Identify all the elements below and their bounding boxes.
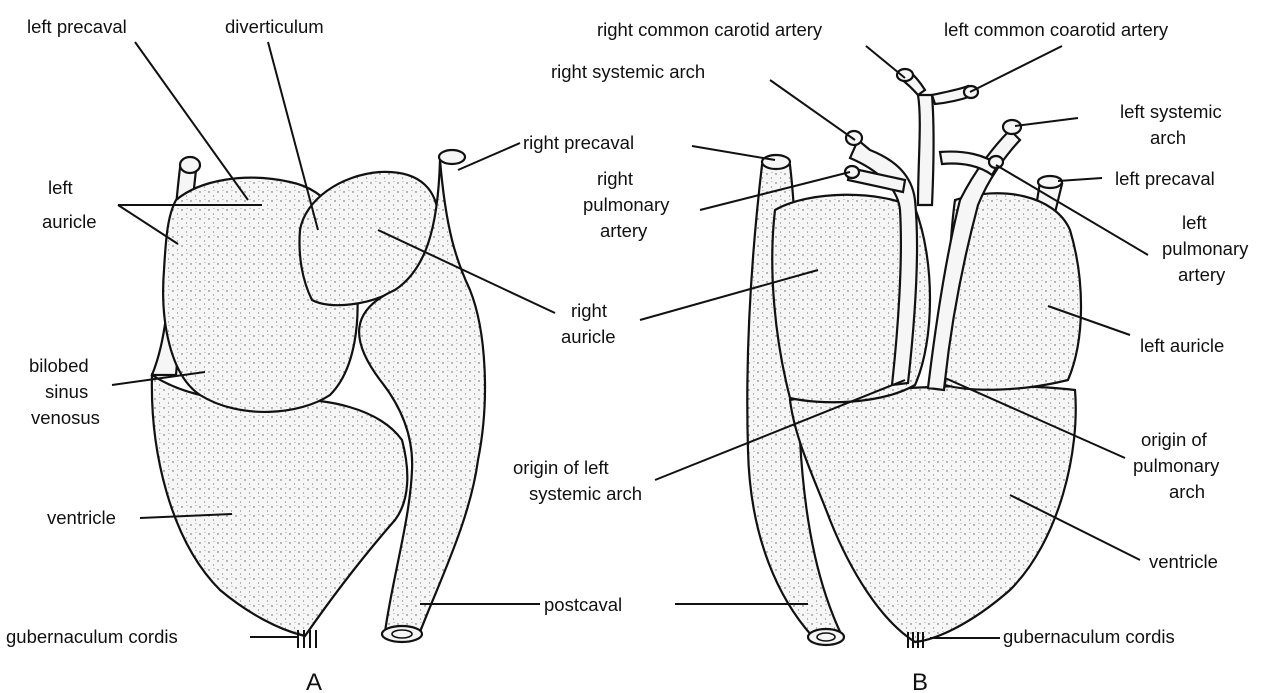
label-right-common-carotid: right common carotid artery [597, 19, 823, 40]
label-right-pulmonary-line2: pulmonary [583, 194, 670, 215]
label-right-pulmonary-line3: artery [600, 220, 648, 241]
right-carotid-opening-b [897, 69, 913, 81]
right-systemic-opening-b [846, 131, 862, 145]
label-left-precaval-a: left precaval [27, 16, 127, 37]
label-left-auricle-a-line2: auricle [42, 211, 97, 232]
label-bilobed-line2: sinus [45, 381, 88, 402]
label-postcaval: postcaval [544, 594, 622, 615]
right-precaval-opening-a [439, 150, 465, 164]
label-origin-left-line1: origin of left [513, 457, 609, 478]
label-origin-left-line2: systemic arch [529, 483, 642, 504]
label-origin-pulm-line1: origin of [1141, 429, 1208, 450]
label-origin-pulm-line3: arch [1169, 481, 1205, 502]
label-left-pulmonary-line1: left [1182, 212, 1207, 233]
left-systemic-opening-b [1003, 120, 1021, 134]
label-left-auricle-b: left auricle [1140, 335, 1224, 356]
label-left-common-carotid: left common coarotid artery [944, 19, 1169, 40]
ventricle-a [152, 375, 407, 636]
label-diverticulum: diverticulum [225, 16, 324, 37]
label-right-pulmonary-line1: right [597, 168, 633, 189]
label-ventricle-b: ventricle [1149, 551, 1218, 572]
label-origin-pulm-line2: pulmonary [1133, 455, 1220, 476]
label-bilobed-line1: bilobed [29, 355, 89, 376]
label-left-systemic-line1: left systemic [1120, 101, 1222, 122]
panel-b-drawing [747, 69, 1081, 648]
left-precaval-opening-b [1038, 176, 1062, 188]
label-gubernaculum-a: gubernaculum cordis [6, 626, 178, 647]
left-precaval-opening-a [180, 157, 200, 173]
panel-a-drawing [152, 150, 485, 648]
label-left-precaval-b: left precaval [1115, 168, 1215, 189]
left-pulmonary-opening-b [989, 156, 1003, 168]
panel-label-b: B [912, 669, 928, 693]
label-left-auricle-a-line1: left [48, 177, 73, 198]
panel-label-a: A [306, 669, 322, 693]
label-left-systemic-line2: arch [1150, 127, 1186, 148]
postcaval-opening-b [808, 629, 844, 645]
label-bilobed-line3: venosus [31, 407, 100, 428]
ventricle-b [790, 386, 1076, 642]
label-left-pulmonary-line2: pulmonary [1162, 238, 1249, 259]
label-right-auricle-a-line2: auricle [561, 326, 616, 347]
label-gubernaculum-b: gubernaculum cordis [1003, 626, 1175, 647]
label-right-auricle-a-line1: right [571, 300, 607, 321]
carotid-trunk-b [918, 95, 934, 205]
postcaval-opening-a [382, 626, 422, 642]
label-right-precaval-a: right precaval [523, 132, 634, 153]
label-right-systemic-arch: right systemic arch [551, 61, 705, 82]
right-precaval-opening-b [762, 155, 790, 169]
label-left-pulmonary-line3: artery [1178, 264, 1226, 285]
label-ventricle-a: ventricle [47, 507, 116, 528]
